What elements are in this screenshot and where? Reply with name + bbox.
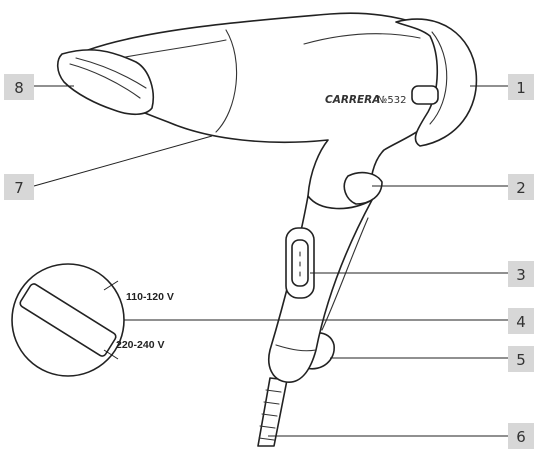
svg-text:3: 3 <box>516 266 526 284</box>
concentrator-nozzle <box>56 49 154 116</box>
voltage-220-240: 220-240 V <box>116 339 164 351</box>
model-number: №532 <box>377 95 407 106</box>
callout-2: 2 <box>508 174 534 200</box>
svg-text:7: 7 <box>14 179 24 197</box>
svg-text:5: 5 <box>516 351 526 369</box>
cool-shot-button <box>343 171 383 205</box>
callout-6: 6 <box>508 423 534 449</box>
brand-logo: CARRERA <box>325 94 380 106</box>
voltage-selector-slot <box>19 283 117 357</box>
callout-7: 7 <box>4 174 34 200</box>
callout-5: 5 <box>508 346 534 372</box>
rear-button <box>411 85 439 105</box>
callout-4: 4 <box>508 308 534 334</box>
callout-3: 3 <box>508 261 534 287</box>
svg-text:2: 2 <box>516 179 526 197</box>
voltage-selector-detail: 110-120 V 220-240 V <box>11 263 174 377</box>
rear-air-inlet <box>395 18 478 147</box>
svg-text:4: 4 <box>516 313 526 331</box>
callout-8: 8 <box>4 74 34 100</box>
voltage-110-120: 110-120 V <box>126 291 174 303</box>
callout-1: 1 <box>508 74 534 100</box>
svg-text:6: 6 <box>516 428 526 446</box>
leader-lines <box>33 85 508 437</box>
power-switch <box>285 227 315 299</box>
dryer-body <box>79 12 450 210</box>
svg-text:1: 1 <box>516 79 526 97</box>
svg-text:8: 8 <box>14 79 24 97</box>
